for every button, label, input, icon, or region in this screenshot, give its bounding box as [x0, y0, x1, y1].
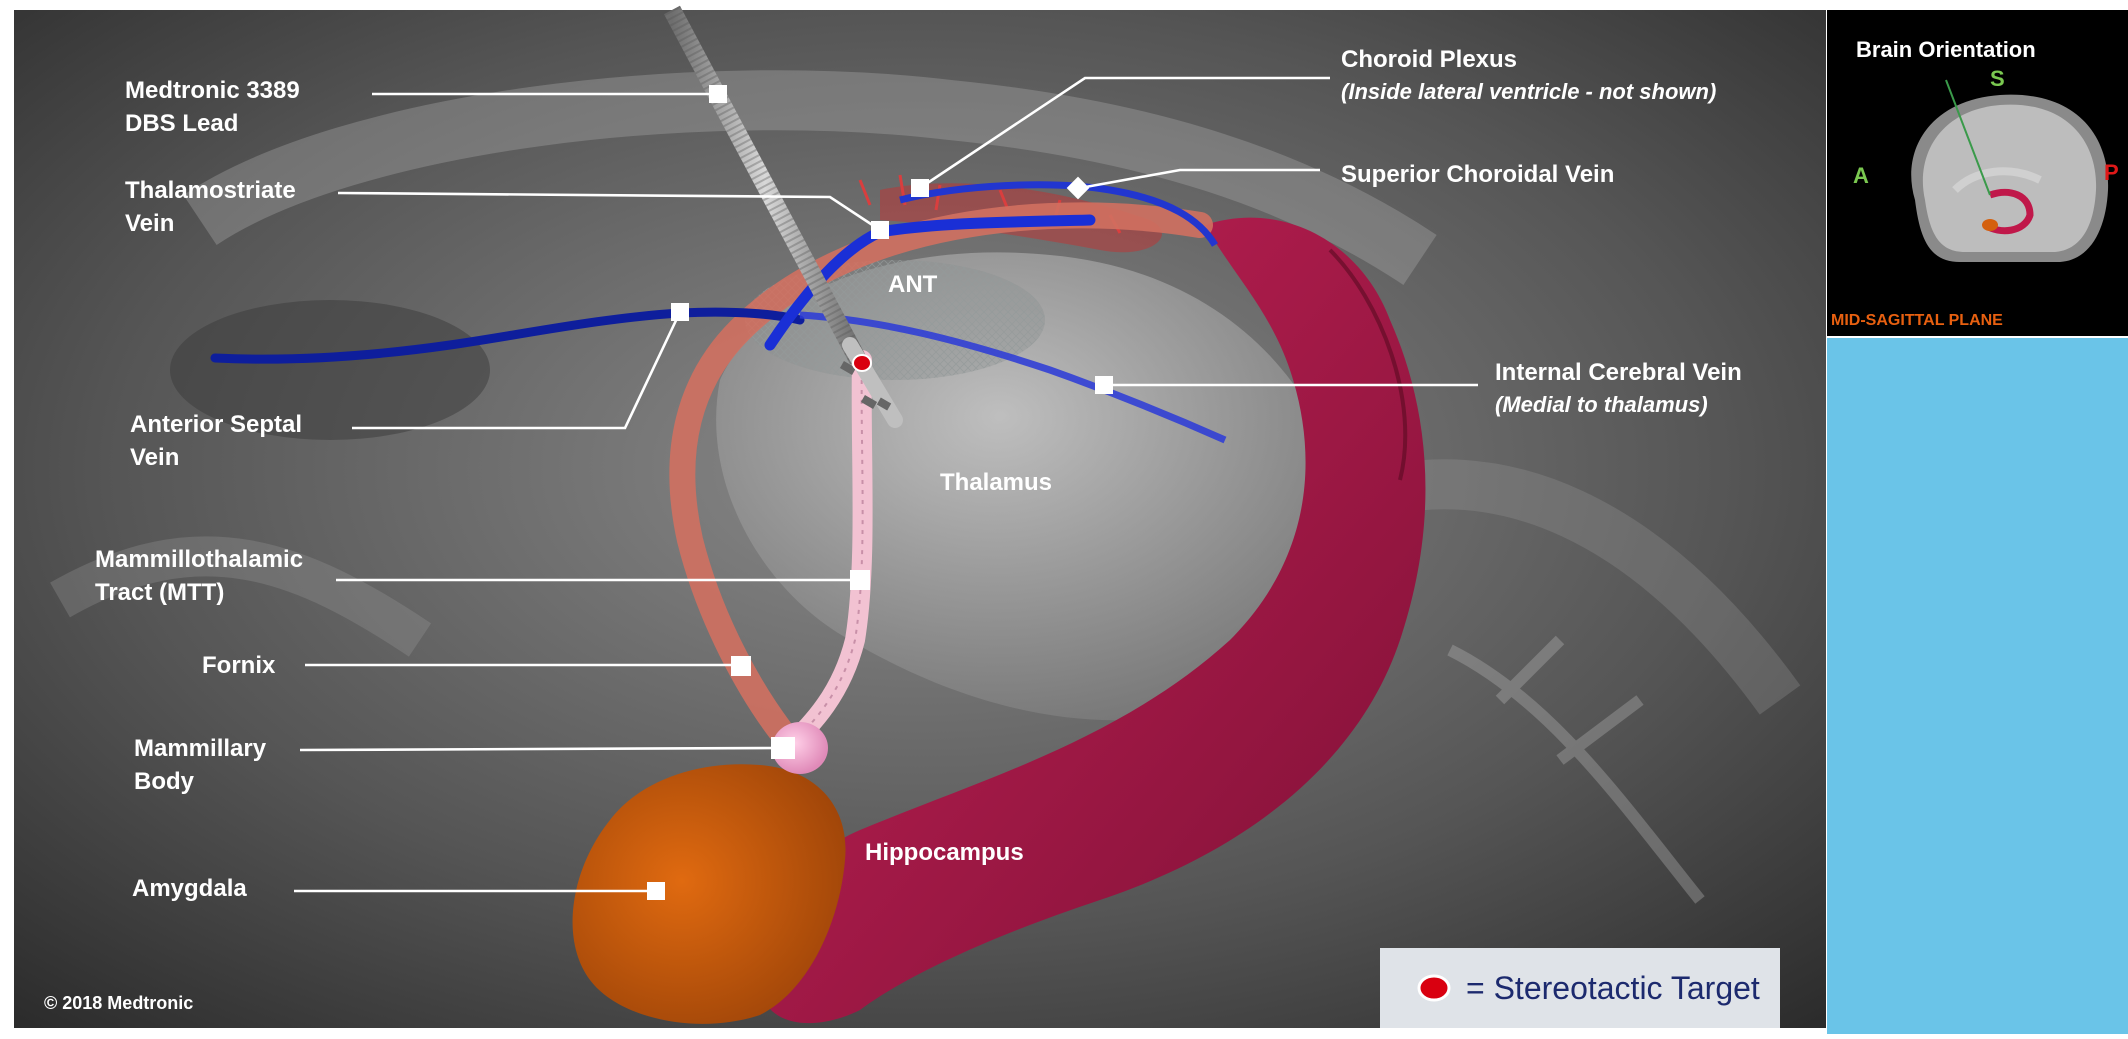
side-panel	[1827, 338, 2128, 1034]
superior-choroidal-label: Superior Choroidal Vein	[1341, 161, 1614, 188]
mammillary-label-line1: Mammillary	[134, 735, 267, 762]
mtt-label-line2: Tract (MTT)	[95, 579, 224, 606]
internal-cerebral-note: (Medial to thalamus)	[1495, 392, 1708, 417]
legend-box: = Stereotactic Target	[1380, 948, 1780, 1028]
thalamostriate-label-line1: Thalamostriate	[125, 177, 296, 204]
mammillary-label-line2: Body	[134, 768, 195, 795]
copyright-text: © 2018 Medtronic	[44, 993, 193, 1013]
choroid-plexus-label: Choroid Plexus	[1341, 46, 1517, 73]
orientation-p: P	[2104, 160, 2119, 185]
hippocampus-label: Hippocampus	[865, 839, 1024, 866]
mid-sagittal-plane-label: MID-SAGITTAL PLANE	[1831, 312, 2003, 329]
dbs-lead-label-line1: Medtronic 3389	[125, 77, 300, 104]
amygdala-label: Amygdala	[132, 875, 247, 902]
thalamostriate-label-line2: Vein	[125, 210, 174, 237]
anterior-septal-label-line1: Anterior Septal	[130, 411, 302, 438]
dbs-lead-label-line2: DBS Lead	[125, 110, 238, 137]
orientation-title: Brain Orientation	[1856, 37, 2036, 62]
ant-label: ANT	[888, 271, 938, 298]
fornix-label: Fornix	[202, 652, 276, 679]
orientation-a: A	[1853, 163, 1869, 188]
mtt-label-line1: Mammillothalamic	[95, 546, 303, 573]
stereotactic-target-marker	[853, 355, 871, 371]
orientation-s: S	[1990, 66, 2005, 91]
orientation-inset: Brain Orientation S A P MID-SAGITTAL PLA…	[1827, 10, 2128, 336]
legend-text: = Stereotactic Target	[1466, 970, 1760, 1006]
thalamus-label: Thalamus	[940, 469, 1052, 496]
choroid-plexus-note: (Inside lateral ventricle - not shown)	[1341, 79, 1716, 104]
anterior-septal-label-line2: Vein	[130, 444, 179, 471]
internal-cerebral-label: Internal Cerebral Vein	[1495, 359, 1742, 386]
legend-target-icon	[1419, 976, 1449, 1000]
